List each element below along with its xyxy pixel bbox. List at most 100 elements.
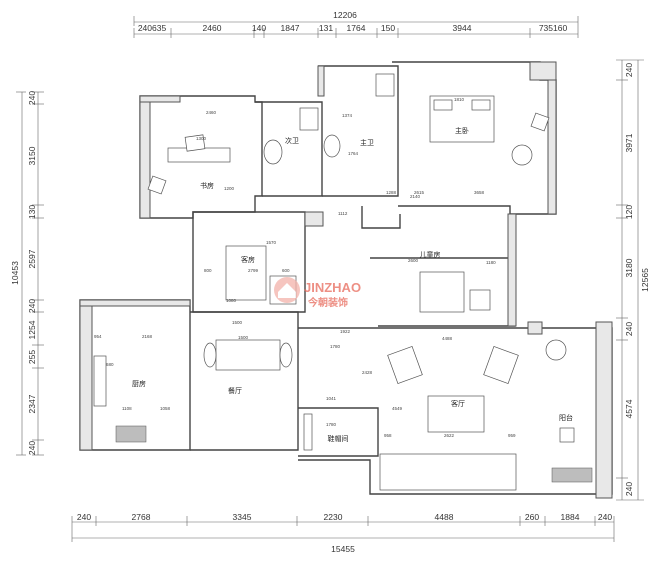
inner-dim: 2168: [142, 334, 153, 339]
inner-dim: 1764: [348, 151, 359, 156]
dim-bottom-total: 15455: [331, 544, 355, 554]
dining-table: [215, 339, 281, 371]
room-label-guest-room: 客房: [241, 255, 255, 264]
dim-left-0: 240: [27, 91, 37, 105]
right-dimension-texts: 240 3971 120 3180 240 4574 240 12565: [624, 63, 650, 496]
inner-dim: 1300: [196, 136, 207, 141]
dim-bottom-7: 240: [598, 512, 612, 522]
dim-bottom-6: 1884: [561, 512, 580, 522]
inner-dim: 954: [94, 334, 102, 339]
inner-dim: 800: [204, 268, 212, 273]
room-label-living: 客厅: [451, 399, 465, 408]
kitchen-stove: [115, 425, 147, 443]
dim-top-8: 735160: [539, 23, 568, 33]
dim-bottom-5: 260: [525, 512, 539, 522]
inner-dim: 600: [282, 268, 290, 273]
dim-top-7: 3944: [453, 23, 472, 33]
watermark-logo: JINZHAO 今朝装饰: [274, 277, 361, 309]
inner-dim: 4549: [392, 406, 403, 411]
dim-bottom-1: 2768: [132, 512, 151, 522]
inner-dim: 2460: [206, 110, 217, 115]
room-label-second-bath: 次卫: [285, 136, 299, 145]
left-dimension-texts: 10453 240 3150 130 2597 240 1254 255 234…: [10, 91, 37, 455]
master-bath-shower: [375, 73, 395, 97]
dim-top-2: 140: [252, 23, 266, 33]
inner-dim: 2622: [444, 433, 455, 438]
inner-dim: 1108: [122, 406, 132, 411]
second-bath-sink: [299, 107, 319, 131]
kids-bed: [419, 271, 465, 313]
inner-dim: 1112: [338, 211, 348, 216]
study-armchair: [147, 175, 167, 195]
inner-dim: 4488: [442, 336, 453, 341]
inner-dim: 1780: [326, 422, 337, 427]
dim-bottom-0: 240: [77, 512, 91, 522]
room-label-master-bedroom: 主卧: [455, 126, 469, 135]
dim-left-5: 1254: [27, 320, 37, 339]
inner-dim: 1500: [238, 335, 249, 340]
inner-dim: 1180: [486, 260, 496, 265]
balcony-seat: [559, 427, 575, 443]
inner-dim: 1041: [326, 396, 337, 401]
dim-left-3: 2597: [27, 249, 37, 268]
room-label-master-bath: 主卫: [360, 138, 374, 147]
shoe-cabinet: [303, 413, 313, 451]
dim-right-1: 3971: [624, 133, 634, 152]
balcony-plant: [545, 339, 567, 361]
inner-dim: 958: [384, 433, 392, 438]
dim-left-8: 240: [27, 441, 37, 455]
dim-bottom-4: 4488: [435, 512, 454, 522]
master-bath-toilet: [323, 134, 341, 158]
inner-dim: 1780: [330, 344, 341, 349]
kitchen-counter: [93, 355, 107, 407]
walls: [79, 61, 613, 499]
dim-right-3: 3180: [624, 258, 634, 277]
room-label-kitchen: 厨房: [132, 379, 146, 388]
inner-dim: 2428: [362, 370, 373, 375]
dim-top-0: 240635: [138, 23, 167, 33]
inner-dim: 2600: [408, 258, 419, 263]
inner-dim: 1810: [454, 97, 465, 102]
inner-dimension-texts: 2460 1300 1374 1810 1764 1112 1200 2140 …: [94, 97, 516, 438]
lounge-chair-right: [483, 346, 519, 384]
room-label-kids-room: 儿童房: [420, 250, 441, 259]
inner-dim: 2799: [248, 268, 259, 273]
dim-top-3: 1847: [281, 23, 300, 33]
inner-dim: 1500: [232, 320, 243, 325]
inner-dim: 2140: [410, 194, 421, 199]
room-label-shoe-room: 鞋帽间: [328, 434, 349, 443]
dim-right-2: 120: [624, 205, 634, 219]
inner-dim: 1374: [342, 113, 353, 118]
inner-dim: 1080: [226, 298, 237, 303]
dim-right-5: 4574: [624, 399, 634, 418]
dim-left-7: 2347: [27, 394, 37, 413]
dim-left-6: 255: [27, 350, 37, 364]
master-armchair: [511, 144, 533, 166]
coffee-table: [427, 395, 485, 433]
dim-left-1: 3150: [27, 146, 37, 165]
dim-top-4: 131: [319, 23, 333, 33]
inner-dim: 1570: [266, 240, 277, 245]
watermark-brand-en: JINZHAO: [304, 280, 361, 295]
guest-bed: [225, 245, 267, 301]
balcony-washer: [551, 467, 593, 483]
dim-right-4: 240: [624, 322, 634, 336]
study-chair: [184, 134, 206, 152]
inner-dim: 1922: [340, 329, 351, 334]
dim-top-total: 12206: [333, 10, 357, 20]
inner-dim: 3658: [474, 190, 485, 195]
lounge-chair-left: [387, 346, 423, 384]
room-label-dining: 餐厅: [228, 386, 242, 395]
dimension-lines: [16, 16, 644, 542]
inner-dim: 680: [106, 362, 114, 367]
dim-bottom-2: 3345: [233, 512, 252, 522]
dim-left-2: 130: [27, 205, 37, 219]
inner-dim: 959: [508, 433, 516, 438]
watermark-brand-cn: 今朝装饰: [307, 296, 348, 309]
kids-desk: [469, 289, 491, 311]
second-bath-toilet: [263, 139, 283, 165]
furniture: [93, 73, 593, 491]
dim-top-5: 1764: [347, 23, 366, 33]
dim-left-4: 240: [27, 299, 37, 313]
